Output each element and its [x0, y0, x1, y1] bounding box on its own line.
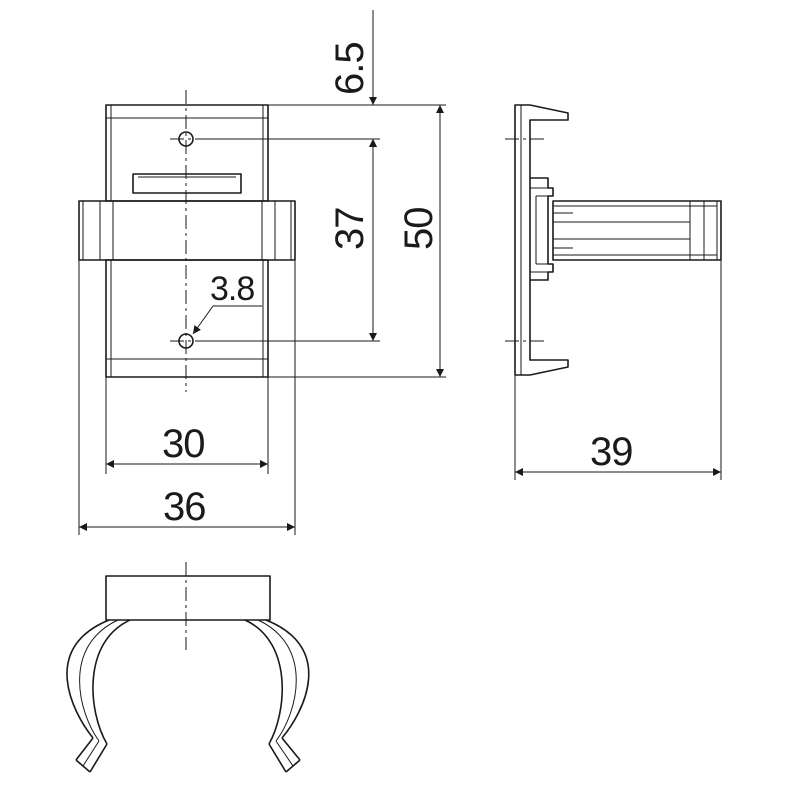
dim-label-30: 30: [162, 422, 205, 466]
dim-label-6-5: 6.5: [328, 42, 372, 95]
clip-left-foot: [75, 737, 108, 773]
dim-collar-width: 36: [79, 485, 295, 531]
dim-label-36: 36: [163, 485, 206, 529]
front-collar: [78, 200, 296, 261]
front-slot: [132, 173, 242, 194]
side-arm: [552, 200, 722, 261]
dim-label-50: 50: [397, 208, 441, 251]
dim-hole-offset: 6.5: [328, 10, 377, 154]
dim-label-39: 39: [590, 430, 633, 474]
dim-label-3-8: 3.8: [210, 270, 254, 308]
side-view: [505, 104, 722, 376]
extension-lines: [78, 104, 446, 535]
side-hub: [530, 177, 554, 281]
top-block: [105, 575, 271, 621]
front-view: [78, 90, 296, 392]
dim-total-height: 50: [397, 105, 444, 377]
front-lower-body: [105, 259, 269, 378]
clip-inner-arc: [92, 619, 283, 745]
front-upper-body: [105, 104, 269, 202]
dim-depth: 39: [514, 260, 722, 480]
dim-hole-diameter: 3.8: [192, 270, 262, 335]
dim-label-37: 37: [328, 208, 372, 251]
dim-body-width: 30: [106, 422, 268, 468]
clip-right-foot: [268, 737, 301, 773]
clip-outer-arc: [66, 619, 310, 739]
dim-hole-spacing: 37: [328, 139, 377, 341]
side-back-plate: [514, 104, 569, 376]
top-view: [66, 562, 310, 773]
